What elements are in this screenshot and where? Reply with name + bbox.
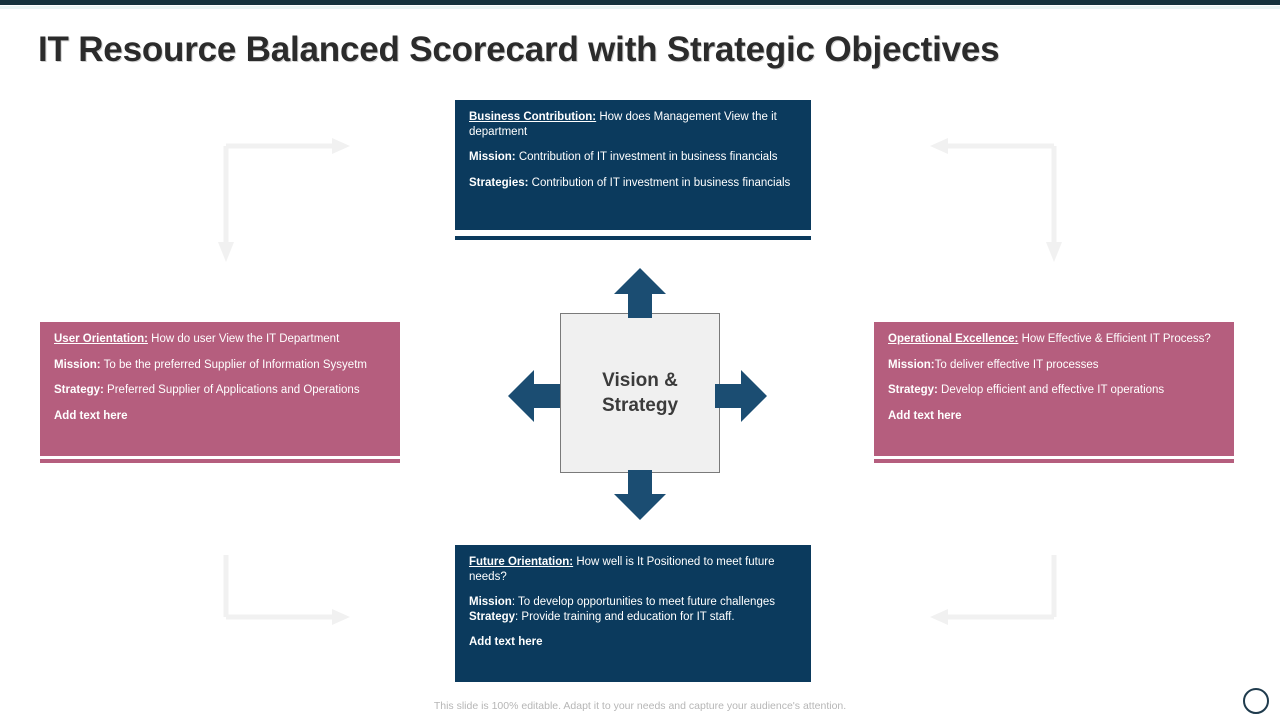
future-strategy-key: Strategy xyxy=(469,610,516,623)
future-strategy-text: : Provide training and education for IT … xyxy=(515,610,735,623)
spacer xyxy=(469,624,797,635)
operational-heading: Operational Excellence: xyxy=(888,333,1019,345)
user-strategy-key: Strategy: xyxy=(54,384,104,396)
spacer xyxy=(469,165,797,176)
center-line-1: Vision & xyxy=(602,370,678,391)
future-mission-key: Mission xyxy=(469,596,512,608)
elbow-arrow-top-right-icon xyxy=(928,138,1063,273)
user-mission-line: Mission: To be the preferred Supplier of… xyxy=(54,358,386,373)
elbow-arrow-bottom-right-icon xyxy=(928,555,1063,635)
operational-strategy-line: Strategy: Develop efficient and effectiv… xyxy=(888,383,1220,398)
top-accent-rule-light xyxy=(0,6,1280,9)
top-accent-rule xyxy=(0,0,1280,5)
arrow-left-icon xyxy=(508,368,560,429)
operational-heading-rest: How Effective & Efficient IT Process? xyxy=(1018,333,1211,345)
future-strategy-line: Strategy: Provide training and education… xyxy=(469,610,797,625)
footer-note: This slide is 100% editable. Adapt it to… xyxy=(433,700,847,712)
operational-add-text-placeholder[interactable]: Add text here xyxy=(888,409,962,422)
user-mission-key: Mission: xyxy=(54,358,101,371)
spacer xyxy=(888,347,1220,358)
spacer xyxy=(469,139,797,150)
arrow-right-icon xyxy=(715,368,767,429)
elbow-arrow-bottom-left-icon xyxy=(218,555,353,635)
user-mission-text: To be the preferred Supplier of Informat… xyxy=(100,358,367,371)
card-operational-excellence[interactable]: Operational Excellence: How Effective & … xyxy=(874,322,1234,456)
arrow-down-icon xyxy=(612,470,668,525)
business-mission-key: Mission: xyxy=(469,151,516,163)
user-add-text-placeholder[interactable]: Add text here xyxy=(54,409,128,422)
card-future-orientation[interactable]: Future Orientation: How well is It Posit… xyxy=(455,545,811,682)
spacer xyxy=(888,398,1220,409)
operational-mission-key: Mission: xyxy=(888,358,935,371)
user-strategy-line: Strategy: Preferred Supplier of Applicat… xyxy=(54,383,386,398)
user-heading: User Orientation: xyxy=(54,333,148,345)
business-strategy-line: Strategies: Contribution of IT investmen… xyxy=(469,176,797,191)
user-strategy-text: Preferred Supplier of Applications and O… xyxy=(103,384,360,396)
center-line-2: Strategy xyxy=(601,395,679,416)
spacer xyxy=(888,372,1220,383)
future-heading-line: Future Orientation: How well is It Posit… xyxy=(469,555,797,584)
operational-mission-line: Mission:To deliver effective IT processe… xyxy=(888,358,1220,373)
user-heading-rest: How do user View the IT Department xyxy=(147,333,340,345)
operational-mission-text: To deliver effective IT processes xyxy=(934,358,1099,371)
operational-heading-line: Operational Excellence: How Effective & … xyxy=(888,332,1220,347)
card-user-orientation-underline xyxy=(40,459,400,463)
center-vision-strategy-box[interactable]: Vision & Strategy xyxy=(560,313,720,473)
future-add-text-placeholder[interactable]: Add text here xyxy=(469,636,543,648)
spacer xyxy=(54,372,386,383)
business-mission-line: Mission: Contribution of IT investment i… xyxy=(469,150,797,165)
business-strategy-text: Contribution of IT investment in busines… xyxy=(528,176,791,189)
card-business-contribution[interactable]: Business Contribution: How does Manageme… xyxy=(455,100,811,230)
business-strategy-key: Strategies: xyxy=(469,176,529,189)
business-mission-text: Contribution of IT investment in busines… xyxy=(515,151,778,163)
operational-strategy-key: Strategy: xyxy=(888,384,938,396)
spacer xyxy=(469,584,797,595)
business-heading: Business Contribution: xyxy=(469,111,597,123)
card-business-contribution-underline xyxy=(455,236,811,240)
circle-outline-icon[interactable] xyxy=(1243,688,1269,714)
center-vision-strategy-label: Vision & Strategy xyxy=(602,368,678,418)
future-mission-line: Mission: To develop opportunities to mee… xyxy=(469,595,797,610)
elbow-arrow-top-left-icon xyxy=(218,138,353,273)
future-heading-rest: How well is It Positioned to meet future… xyxy=(469,556,775,583)
page-title: IT Resource Balanced Scorecard with Stra… xyxy=(38,30,1000,69)
future-mission-text: : To develop opportunities to meet futur… xyxy=(511,596,775,608)
future-heading: Future Orientation: xyxy=(469,556,574,568)
user-heading-line: User Orientation: How do user View the I… xyxy=(54,332,386,347)
spacer xyxy=(54,347,386,358)
card-user-orientation[interactable]: User Orientation: How do user View the I… xyxy=(40,322,400,456)
card-operational-excellence-underline xyxy=(874,459,1234,463)
business-heading-line: Business Contribution: How does Manageme… xyxy=(469,110,797,139)
business-heading-rest: How does Management View the it departme… xyxy=(469,111,777,138)
arrow-up-icon xyxy=(612,268,668,323)
operational-strategy-text: Develop efficient and effective IT opera… xyxy=(937,384,1165,396)
spacer xyxy=(54,398,386,409)
